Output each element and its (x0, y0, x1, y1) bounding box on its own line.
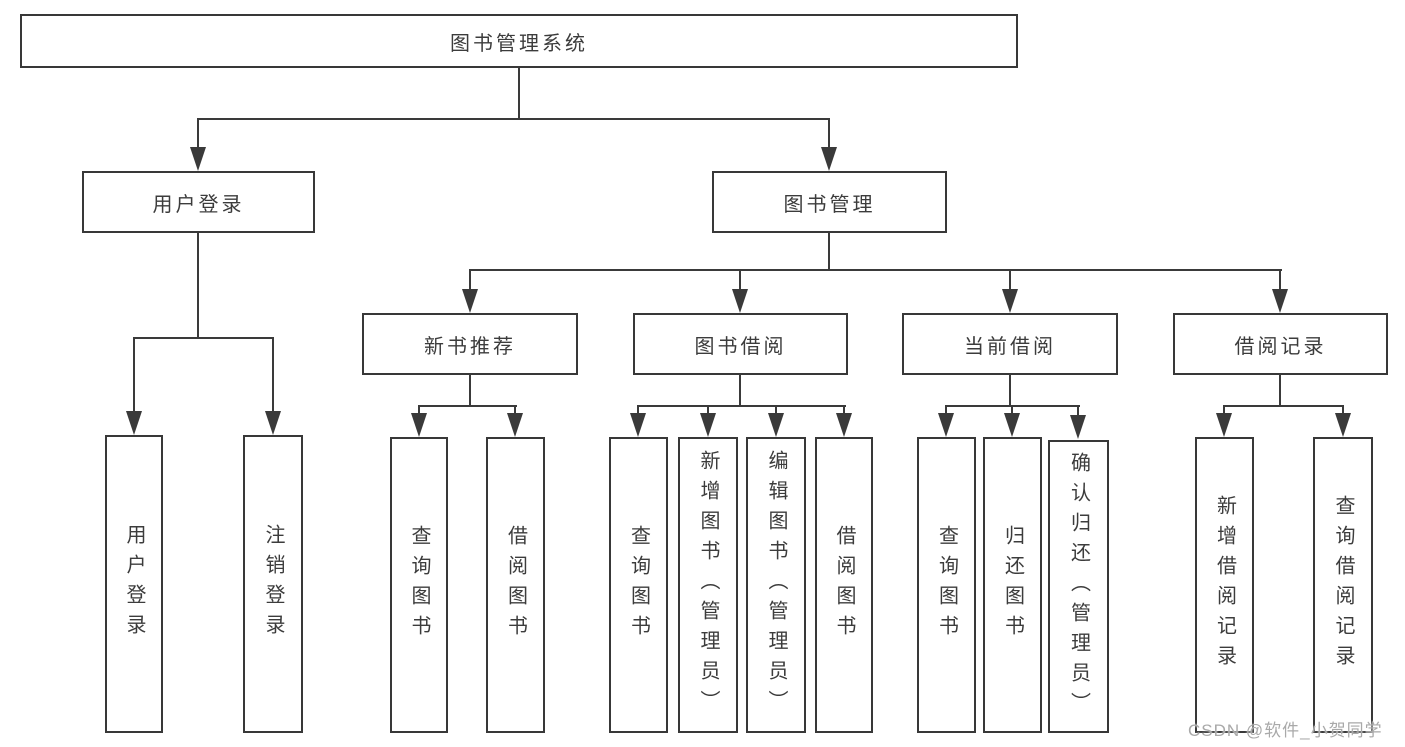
arrow-down-icon (462, 289, 478, 313)
arrow-down-icon (821, 147, 837, 171)
arrow-down-icon (126, 411, 142, 435)
node-label: 借阅记录 (1234, 335, 1327, 358)
connector-to-query-books-1 (418, 405, 420, 413)
node-label: 查询借阅记录 (1332, 495, 1354, 675)
node-label: 当前借阅 (964, 335, 1056, 358)
connector-borrowing-records-stem (1279, 374, 1281, 405)
arrow-down-icon (938, 413, 954, 437)
connector-root-to-book-management (828, 118, 830, 147)
leaf-query-books-1: 查询图书 (390, 437, 448, 733)
connector-to-query-books-2 (637, 405, 639, 413)
connector-book-borrowing-rail (637, 405, 846, 407)
arrow-down-icon (630, 413, 646, 437)
leaf-query-borrow-record: 查询借阅记录 (1313, 437, 1373, 733)
node-label: 注销登录 (262, 524, 284, 644)
leaf-confirm-return-admin: 确认归还（管理员） (1048, 440, 1109, 733)
connector-to-borrowing-records (1279, 269, 1281, 289)
node-root-library-management-system: 图书管理系统 (20, 14, 1018, 68)
connector-user-login-stem (197, 232, 199, 337)
connector-user-login-rail (133, 337, 274, 339)
connector-to-query-borrow-record (1342, 405, 1344, 413)
connector-to-current-borrowing (1009, 269, 1011, 289)
connector-to-add-book (707, 405, 709, 413)
node-book-borrowing: 图书借阅 (633, 313, 848, 375)
leaf-return-books: 归还图书 (983, 437, 1042, 733)
connector-to-query-books-3 (945, 405, 947, 413)
leaf-borrow-books-1: 借阅图书 (486, 437, 545, 733)
connector-book-management-stem (828, 232, 830, 269)
arrow-down-icon (1002, 289, 1018, 313)
connector-current-borrowing-stem (1009, 374, 1011, 405)
connector-root-to-user-login (197, 118, 199, 147)
leaf-borrow-books-2: 借阅图书 (815, 437, 873, 733)
leaf-add-borrow-record: 新增借阅记录 (1195, 437, 1254, 733)
connector-borrowing-records-rail (1223, 405, 1344, 407)
connector-to-add-borrow-record (1223, 405, 1225, 413)
node-label: 查询图书 (408, 525, 430, 645)
connector-to-book-borrowing (739, 269, 741, 289)
arrow-down-icon (507, 413, 523, 437)
connector-to-edit-book (775, 405, 777, 413)
node-label: 查询图书 (627, 525, 650, 645)
arrow-down-icon (700, 413, 716, 437)
arrow-down-icon (1070, 415, 1086, 439)
arrow-down-icon (265, 411, 281, 435)
arrow-down-icon (1272, 289, 1288, 313)
connector-new-book-stem (469, 374, 471, 405)
leaf-query-books-2: 查询图书 (609, 437, 668, 733)
node-label: 编辑图书（管理员） (765, 450, 787, 720)
node-user-login: 用户登录 (82, 171, 315, 233)
connector-to-leaf-logout (272, 337, 274, 411)
arrow-down-icon (768, 413, 784, 437)
connector-root-rail (197, 118, 830, 120)
arrow-down-icon (1216, 413, 1232, 437)
node-label: 图书借阅 (694, 335, 787, 358)
node-label: 新增借阅记录 (1213, 495, 1236, 675)
node-label: 归还图书 (1001, 525, 1024, 645)
connector-to-borrow-books-2 (843, 405, 845, 413)
arrow-down-icon (732, 289, 748, 313)
csdn-watermark: CSDN @软件_小贺同学 (1188, 721, 1383, 740)
node-label: 借阅图书 (833, 525, 855, 645)
node-label: 用户登录 (152, 193, 245, 216)
connector-new-book-rail (418, 405, 517, 407)
connector-book-borrowing-stem (739, 374, 741, 405)
leaf-user-login: 用户登录 (105, 435, 163, 733)
connector-to-leaf-user-login (133, 337, 135, 411)
arrow-down-icon (190, 147, 206, 171)
node-label: 新增图书（管理员） (697, 450, 719, 720)
arrow-down-icon (411, 413, 427, 437)
connector-to-borrow-books-1 (514, 405, 516, 413)
node-label: 借阅图书 (504, 525, 527, 645)
arrow-down-icon (1004, 413, 1020, 437)
node-borrowing-records: 借阅记录 (1173, 313, 1388, 375)
node-label: 图书管理系统 (450, 32, 588, 55)
arrow-down-icon (1335, 413, 1351, 437)
node-label: 新书推荐 (424, 335, 516, 358)
node-book-management: 图书管理 (712, 171, 947, 233)
connector-to-confirm-return (1077, 405, 1079, 415)
connector-book-management-rail (469, 269, 1282, 271)
node-label: 确认归还（管理员） (1067, 451, 1090, 722)
node-label: 图书管理 (783, 193, 876, 216)
arrow-down-icon (836, 413, 852, 437)
node-new-book-recommendation: 新书推荐 (362, 313, 578, 375)
leaf-logout: 注销登录 (243, 435, 303, 733)
connector-to-return-books (1011, 405, 1013, 413)
connector-root-stem (518, 68, 520, 118)
connector-to-new-book-recommendation (469, 269, 471, 289)
leaf-add-book-admin: 新增图书（管理员） (678, 437, 738, 733)
node-label: 用户登录 (123, 524, 145, 644)
node-current-borrowing: 当前借阅 (902, 313, 1118, 375)
leaf-edit-book-admin: 编辑图书（管理员） (746, 437, 806, 733)
node-label: 查询图书 (935, 525, 958, 645)
leaf-query-books-3: 查询图书 (917, 437, 976, 733)
